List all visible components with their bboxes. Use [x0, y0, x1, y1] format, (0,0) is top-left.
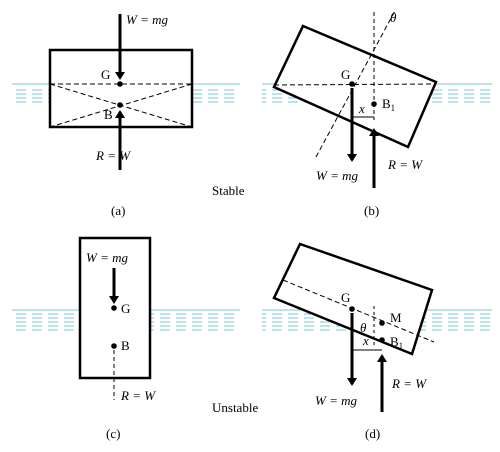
weight-label-b: W = mg	[316, 168, 358, 183]
tilted-block-d	[272, 242, 434, 356]
tilted-axis-d	[282, 279, 435, 343]
caption-d: (d)	[365, 426, 380, 441]
g-label-d: G	[341, 290, 350, 305]
reaction-label-d: R = W	[391, 376, 427, 391]
caption-c: (c)	[106, 426, 120, 441]
theta-label-d: θ	[360, 320, 367, 335]
g-point-d	[349, 306, 355, 312]
stable-label: Stable	[212, 183, 245, 198]
m-point-d	[379, 320, 385, 326]
g-label-b: G	[341, 67, 350, 82]
theta-label-b: θ	[390, 10, 397, 25]
g-point-a	[117, 81, 123, 87]
m-label-d: M	[390, 310, 402, 325]
b1-point-b	[371, 101, 377, 107]
reaction-label-c: R = W	[120, 388, 156, 403]
panel-d: G M θ B1 x W = mg R = W (d)	[262, 242, 492, 441]
b1-label-d: B1	[390, 334, 403, 351]
b1-label-b: B1	[382, 96, 395, 113]
reaction-label-b: R = W	[387, 157, 423, 172]
b1-point-d	[379, 337, 385, 343]
b-point-c	[111, 343, 117, 349]
weight-label-d: W = mg	[315, 393, 357, 408]
caption-b: (b)	[364, 203, 379, 218]
g-point-c	[111, 305, 117, 311]
reaction-label-a: R = W	[95, 148, 131, 163]
g-label-c: G	[121, 301, 130, 316]
g-label-a: G	[101, 67, 110, 82]
b-point-a	[117, 102, 123, 108]
tilted-axis-b	[315, 8, 397, 158]
panel-b: θ G B1 x W = mg R = W (b)	[262, 8, 492, 218]
b-label-a: B	[104, 107, 113, 122]
g-point-b	[349, 81, 355, 87]
weight-label-c: W = mg	[86, 250, 128, 265]
tilted-block-b	[272, 24, 438, 149]
panel-a: W = mg G B R = W (a)	[12, 12, 240, 218]
unstable-label: Unstable	[212, 400, 258, 415]
weight-label-a: W = mg	[126, 12, 168, 27]
panel-c: W = mg G B R = W (c)	[12, 236, 240, 441]
caption-a: (a)	[111, 203, 125, 218]
x-label-b: x	[358, 101, 365, 116]
x-label-d: x	[362, 333, 369, 348]
b-label-c: B	[121, 338, 130, 353]
